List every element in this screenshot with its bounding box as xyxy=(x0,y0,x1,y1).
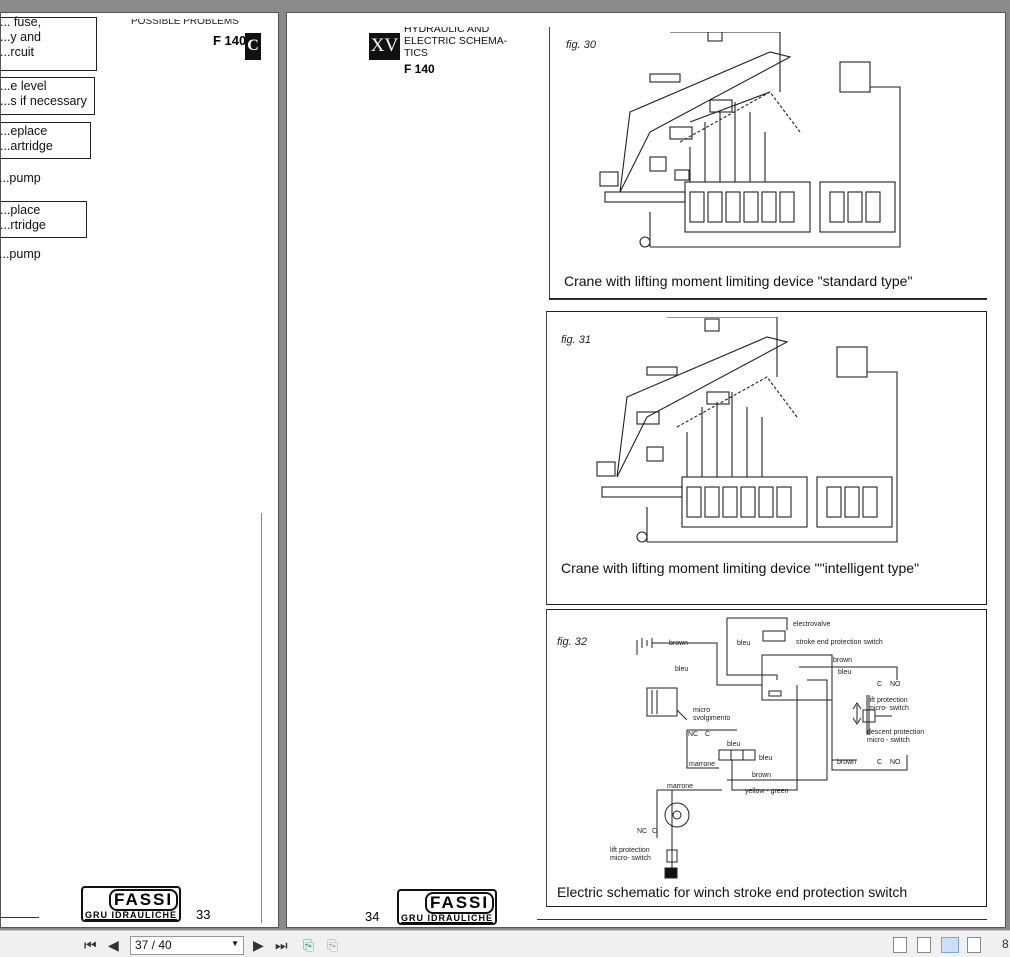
diagram-label: lift protection xyxy=(868,697,908,704)
header-line: HYDRAULIC AND xyxy=(404,27,490,35)
page-number-input[interactable]: 37 / 40 ▼ xyxy=(130,936,244,955)
text-line: ...eplace xyxy=(0,124,48,138)
scan-line xyxy=(261,513,262,923)
text-line: ...rtridge xyxy=(0,218,46,232)
diagram-label: brown xyxy=(752,772,771,779)
figure-caption: Electric schematic for winch stroke end … xyxy=(557,884,908,900)
text-box: ...eplace ...artridge xyxy=(0,122,91,159)
text-box: ...place ...rtridge xyxy=(0,201,87,238)
text-line: ...s if necessary xyxy=(0,94,87,108)
pdf-page-33: ... fuse, ...y and ...rcuit ...e level .… xyxy=(0,12,279,928)
diagram-label: svolgimento xyxy=(693,715,730,722)
logo-name: FASSI xyxy=(109,889,179,911)
diagram-label: marrone xyxy=(667,783,693,790)
figure-caption: Crane with lifting moment limiting devic… xyxy=(564,273,913,289)
diagram-label: C xyxy=(877,681,882,688)
diagram-label: bleu xyxy=(838,669,851,676)
page-number: 34 xyxy=(365,909,380,924)
rule xyxy=(537,919,987,920)
text-line: ...y and xyxy=(0,30,41,44)
crane-schematic xyxy=(596,317,898,543)
previous-page-icon[interactable]: ◀ xyxy=(108,937,119,953)
logo-sub: GRU IDRAULICHE xyxy=(85,910,177,920)
diagram-label: C xyxy=(877,759,882,766)
diagram-label: bleu xyxy=(675,666,688,673)
header-model: F 140 xyxy=(213,33,247,48)
figure-label: fig. 30 xyxy=(566,39,596,51)
diagram-label: micro xyxy=(693,707,710,714)
diagram-label: brown xyxy=(837,759,856,766)
figure-label: fig. 31 xyxy=(561,334,591,346)
text-line: ...pump xyxy=(0,171,41,185)
text-line: ...rcuit xyxy=(0,45,35,59)
section-badge: XV xyxy=(369,33,400,60)
text-line: ...artridge xyxy=(0,139,53,153)
text-line: ...place xyxy=(0,203,41,217)
diagram-label: brown xyxy=(833,657,852,664)
text-line: ... fuse, xyxy=(0,15,41,29)
logo-sub: GRU IDRAULICHE xyxy=(401,913,493,923)
section-badge: C xyxy=(245,33,261,60)
diagram-label: NC xyxy=(688,731,698,738)
diagram-label: bleu xyxy=(727,741,740,748)
figure-31: fig. 31 Cr xyxy=(546,311,987,605)
diagram-label: NC xyxy=(637,828,647,835)
single-page-view-icon[interactable] xyxy=(893,937,907,953)
diagram-label: electrovalve xyxy=(793,621,830,628)
diagram-label: stroke end protection switch xyxy=(796,639,883,646)
page-number-value: 37 / 40 xyxy=(135,938,172,952)
fassi-logo: FASSI GRU IDRAULICHE xyxy=(81,886,181,922)
page-number: 33 xyxy=(196,907,211,922)
two-page-view-icon[interactable] xyxy=(941,937,959,953)
header-line: TICS xyxy=(404,47,428,59)
diagram-label: NO xyxy=(890,681,901,688)
next-page-icon[interactable]: ▶ xyxy=(253,937,264,953)
text-line: ...e level xyxy=(0,79,47,93)
header-title: POSSIBLE PROBLEMS xyxy=(131,19,239,27)
header-model: F 140 xyxy=(404,62,435,76)
header-line: ELECTRIC SCHEMA- xyxy=(404,35,508,47)
pdf-page-34: XV HYDRAULIC AND ELECTRIC SCHEMA- TICS F… xyxy=(286,12,1006,928)
figure-32: fig. 32 elect xyxy=(546,609,987,907)
first-page-icon[interactable]: ⏮ xyxy=(84,937,97,953)
header-title: HYDRAULIC AND ELECTRIC SCHEMA- TICS xyxy=(404,27,507,59)
zoom-level[interactable]: 8 xyxy=(1002,937,1009,951)
diagram-label: marrone xyxy=(689,761,715,768)
text-box: ...e level ...s if necessary xyxy=(0,77,95,115)
diagram-label: NO xyxy=(890,759,901,766)
rule xyxy=(1,917,39,918)
diagram-label: brown xyxy=(669,640,688,647)
diagram-label: descent protection xyxy=(867,729,924,736)
fassi-logo: FASSI GRU IDRAULICHE xyxy=(397,889,497,925)
diagram-label: C xyxy=(705,731,710,738)
last-page-icon[interactable]: ⏭ xyxy=(275,937,288,953)
diagram-label: bleu xyxy=(759,755,772,762)
text-line: ...pump xyxy=(0,247,41,261)
diagram-label: micro- switch xyxy=(868,705,909,712)
figure-label: fig. 32 xyxy=(557,636,587,648)
diagram-label: C xyxy=(652,828,657,835)
diagram-label: lift protection xyxy=(610,847,650,854)
pdf-toolbar: ⏮ ◀ 37 / 40 ▼ ▶ ⏭ ⎘ ⎘ 8 xyxy=(0,930,1010,957)
winch-schematic: electrovalve stroke end protection switc… xyxy=(610,617,924,879)
two-page-continuous-view-icon[interactable] xyxy=(967,937,981,953)
figure-30: fig. 30 xyxy=(549,27,987,299)
go-back-view-icon[interactable]: ⎘ xyxy=(303,937,315,953)
figure-caption: Crane with lifting moment limiting devic… xyxy=(561,560,920,576)
diagram-label: yellow - green xyxy=(745,788,789,795)
continuous-view-icon[interactable] xyxy=(917,937,931,953)
diagram-label: micro- switch xyxy=(610,855,651,862)
text-box: ... fuse, ...y and ...rcuit xyxy=(0,15,97,71)
crane-schematic xyxy=(599,32,901,248)
dropdown-arrow-icon[interactable]: ▼ xyxy=(231,939,239,948)
go-forward-view-icon[interactable]: ⎘ xyxy=(327,937,339,953)
diagram-label: bleu xyxy=(737,640,750,647)
diagram-label: micro - switch xyxy=(867,737,910,744)
rule xyxy=(549,299,987,300)
logo-name: FASSI xyxy=(425,892,495,914)
